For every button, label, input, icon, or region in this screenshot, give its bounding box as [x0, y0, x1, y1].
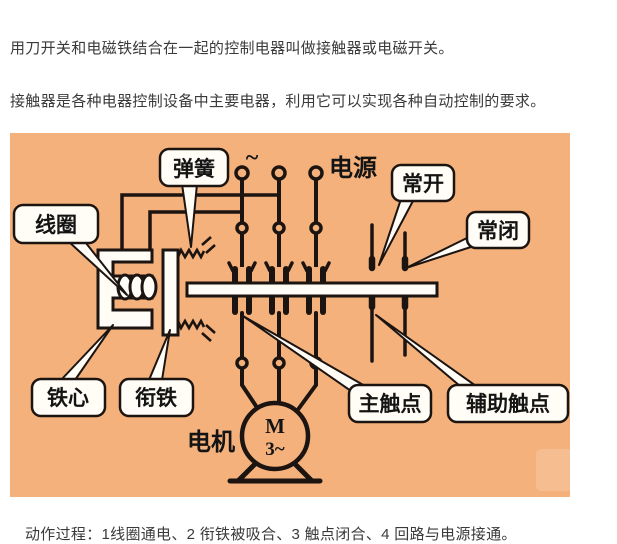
normally-closed-label: 常闭 — [477, 219, 519, 243]
coil-windings — [116, 273, 158, 301]
main-contacts — [227, 261, 331, 370]
aux-contact-label: 辅助触点 — [466, 392, 550, 416]
motor-symbol — [227, 400, 323, 484]
armature-label: 衔铁 — [135, 386, 177, 410]
callout-bubbles — [12, 147, 570, 424]
paragraph-usage: 接触器是各种电器控制设备中主要电器，利用它可以实现各种自动控制的要求。 — [10, 93, 546, 110]
ac-symbol: ~ — [246, 145, 259, 171]
main-contact-label: 主触点 — [359, 392, 422, 416]
contactor-diagram: M 3~ 线圈 弹簧 常开 常闭 铁心 衔铁 主触点 辅助触点 ~ 电源 电机 — [10, 133, 574, 497]
motor-label: 电机 — [187, 429, 235, 456]
motor-m-label: M — [265, 414, 285, 438]
spring-label: 弹簧 — [173, 157, 215, 181]
caption-action-process: 动作过程：1线圈通电、2 衔铁被吸合、3 触点闭合、4 回路与电源接通。 — [25, 526, 517, 543]
watermark — [536, 449, 574, 491]
callout-pointers — [60, 183, 477, 392]
motor-phase-label: 3~ — [265, 439, 285, 460]
supply-lines — [234, 165, 324, 267]
contact-carrier-bar — [185, 281, 439, 298]
armature-shape — [161, 248, 180, 337]
iron-core-label: 铁心 — [47, 386, 89, 410]
power-label: 电源 — [329, 155, 377, 182]
spring-shapes — [176, 236, 216, 342]
auxiliary-contacts — [368, 223, 409, 363]
coil-label: 线圈 — [35, 213, 77, 237]
paragraph-definition: 用刀开关和电磁铁结合在一起的控制电器叫做接触器或电磁开关。 — [10, 40, 454, 57]
normally-open-label: 常开 — [402, 172, 444, 196]
